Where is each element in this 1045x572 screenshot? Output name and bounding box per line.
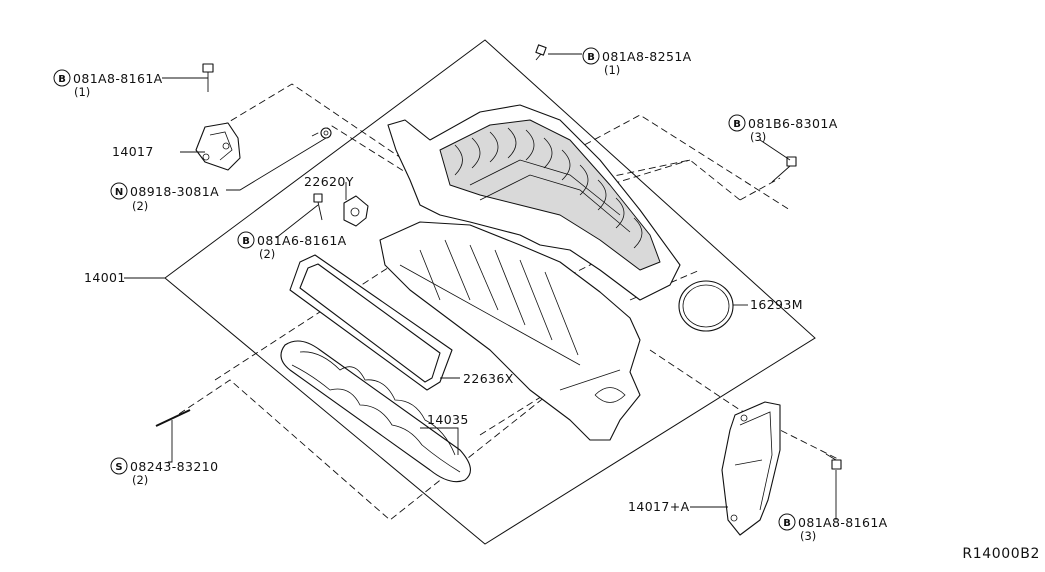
label-bracket-lower: 14017+A [628, 499, 690, 514]
svg-text:(2): (2) [132, 473, 148, 487]
svg-text:B: B [783, 518, 791, 529]
callout-nut-left: N 08918-3081A (2) [110, 182, 219, 213]
svg-text:B: B [733, 119, 741, 130]
throttle-gasket-ring [678, 280, 734, 332]
lower-manifold-drawing [379, 221, 641, 441]
svg-text:08918-3081A: 08918-3081A [130, 184, 219, 199]
assembly-frame [164, 39, 816, 545]
gasket-22636x-drawing [289, 254, 453, 391]
svg-text:(2): (2) [259, 247, 275, 261]
svg-text:B: B [58, 74, 66, 85]
callout-stud-bottom-left: S 08243-83210 (2) [110, 457, 218, 487]
svg-text:(1): (1) [604, 63, 620, 77]
label-bracket-upper: 14017 [112, 144, 154, 159]
svg-text:081A6-8161A: 081A6-8161A [257, 233, 347, 248]
bracket-upper-drawing [195, 122, 241, 171]
label-gasket-upper: 22636X [463, 371, 514, 386]
sensor-drawing [343, 195, 369, 227]
callout-bolt-bottom-right: B 081A8-8161A (3) [778, 513, 888, 543]
svg-text:081A8-8161A: 081A8-8161A [798, 515, 888, 530]
label-manifold: 14001 [84, 270, 126, 285]
leader-lines [124, 53, 837, 520]
callout-bolt-top-mid: B 081A8-8251A (1) [582, 47, 692, 77]
svg-text:(3): (3) [750, 130, 766, 144]
svg-text:081A8-8161A: 081A8-8161A [73, 71, 163, 86]
svg-text:S: S [115, 462, 122, 473]
label-sensor: 22620Y [304, 174, 354, 189]
callout-bolt-top-right: B 081B6-8301A (3) [728, 114, 838, 144]
callout-bolt-mid-left: B 081A6-8161A (2) [237, 231, 347, 261]
diagram-code: R14000B2 [962, 546, 1040, 562]
svg-text:(3): (3) [800, 529, 816, 543]
label-throttle-gasket: 16293M [750, 297, 803, 312]
svg-text:B: B [587, 52, 595, 63]
svg-text:081B6-8301A: 081B6-8301A [748, 116, 838, 131]
callout-bolt-top-left: B 081A8-8161A (1) [53, 69, 163, 99]
bracket-lower-drawing [721, 401, 781, 536]
gasket-14035-drawing [280, 340, 471, 483]
svg-text:08243-83210: 08243-83210 [130, 459, 218, 474]
fasteners [155, 44, 842, 470]
svg-text:B: B [242, 236, 250, 247]
svg-text:081A8-8251A: 081A8-8251A [602, 49, 692, 64]
label-gasket-lower: 14035 [427, 412, 469, 427]
svg-text:N: N [115, 187, 123, 198]
upper-manifold-drawing [387, 104, 681, 301]
svg-text:(1): (1) [74, 85, 90, 99]
svg-text:(2): (2) [132, 199, 148, 213]
